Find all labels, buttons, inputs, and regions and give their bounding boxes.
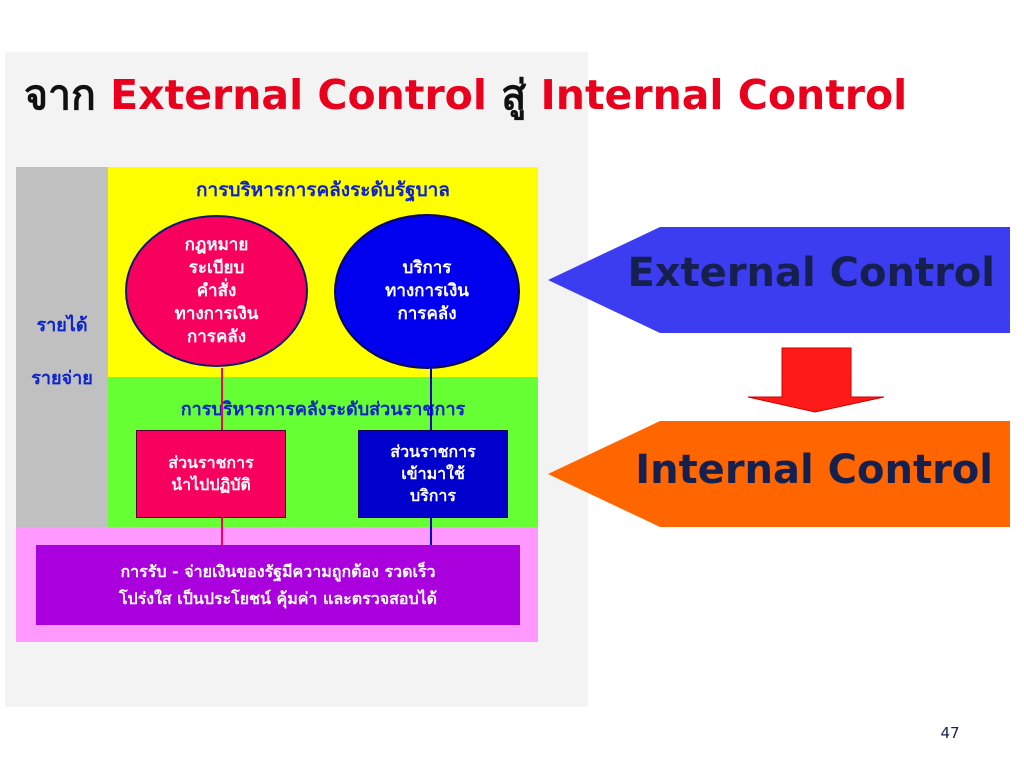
- service-line: บริการ: [402, 258, 452, 278]
- law-line: คำสั่ง: [196, 280, 237, 301]
- use-line: เข้ามาใช้: [401, 464, 465, 483]
- financial-service-circle: บริการ ทางการเงิน การคลัง: [334, 214, 520, 369]
- law-line: ระเบียบ: [188, 257, 245, 278]
- law-line: กฎหมาย: [184, 234, 249, 255]
- external-control-label: External Control: [627, 250, 995, 296]
- revenue-expense-column: [16, 167, 108, 527]
- result-line: โปร่งใส เป็นประโยชน์ คุ้มค่า และตรวจสอบไ…: [118, 589, 438, 608]
- slide-title: จาก External Control สู่ Internal Contro…: [24, 64, 1004, 134]
- title-internal: Internal Control: [540, 71, 908, 119]
- law-line: ทางการเงิน: [174, 303, 259, 324]
- expense-label: รายจ่าย: [31, 368, 93, 389]
- implement-line: ส่วนราชการ: [168, 453, 254, 472]
- title-middle: สู่: [501, 71, 527, 119]
- result-line: การรับ - จ่ายเงินของรัฐมีความถูกต้อง รวด…: [120, 562, 436, 581]
- service-line: ทางการเงิน: [385, 281, 469, 301]
- title-prefix: จาก: [24, 71, 96, 119]
- use-line: บริการ: [409, 486, 456, 505]
- internal-control-label: Internal Control: [635, 447, 993, 493]
- title-external: External Control: [110, 71, 487, 119]
- down-arrow: [747, 347, 885, 413]
- implement-line: นำไปปฏิบัติ: [171, 475, 251, 494]
- use-line: ส่วนราชการ: [390, 442, 476, 461]
- page-number: 47: [940, 724, 960, 742]
- service-line: การคลัง: [397, 304, 457, 324]
- revenue-label: รายได้: [36, 315, 88, 336]
- agency-use-service-box: ส่วนราชการ เข้ามาใช้ บริการ: [358, 430, 508, 518]
- agency-level-label: การบริหารการคลังระดับส่วนราชการ: [180, 399, 466, 420]
- law-line: การคลัง: [186, 326, 247, 347]
- result-statement-box: การรับ - จ่ายเงินของรัฐมีความถูกต้อง รวด…: [36, 545, 520, 625]
- agency-implement-box: ส่วนราชการ นำไปปฏิบัติ: [136, 430, 286, 518]
- law-regulation-circle: กฎหมาย ระเบียบ คำสั่ง ทางการเงิน การคลัง: [125, 215, 308, 367]
- government-level-label: การบริหารการคลังระดับรัฐบาล: [196, 179, 450, 201]
